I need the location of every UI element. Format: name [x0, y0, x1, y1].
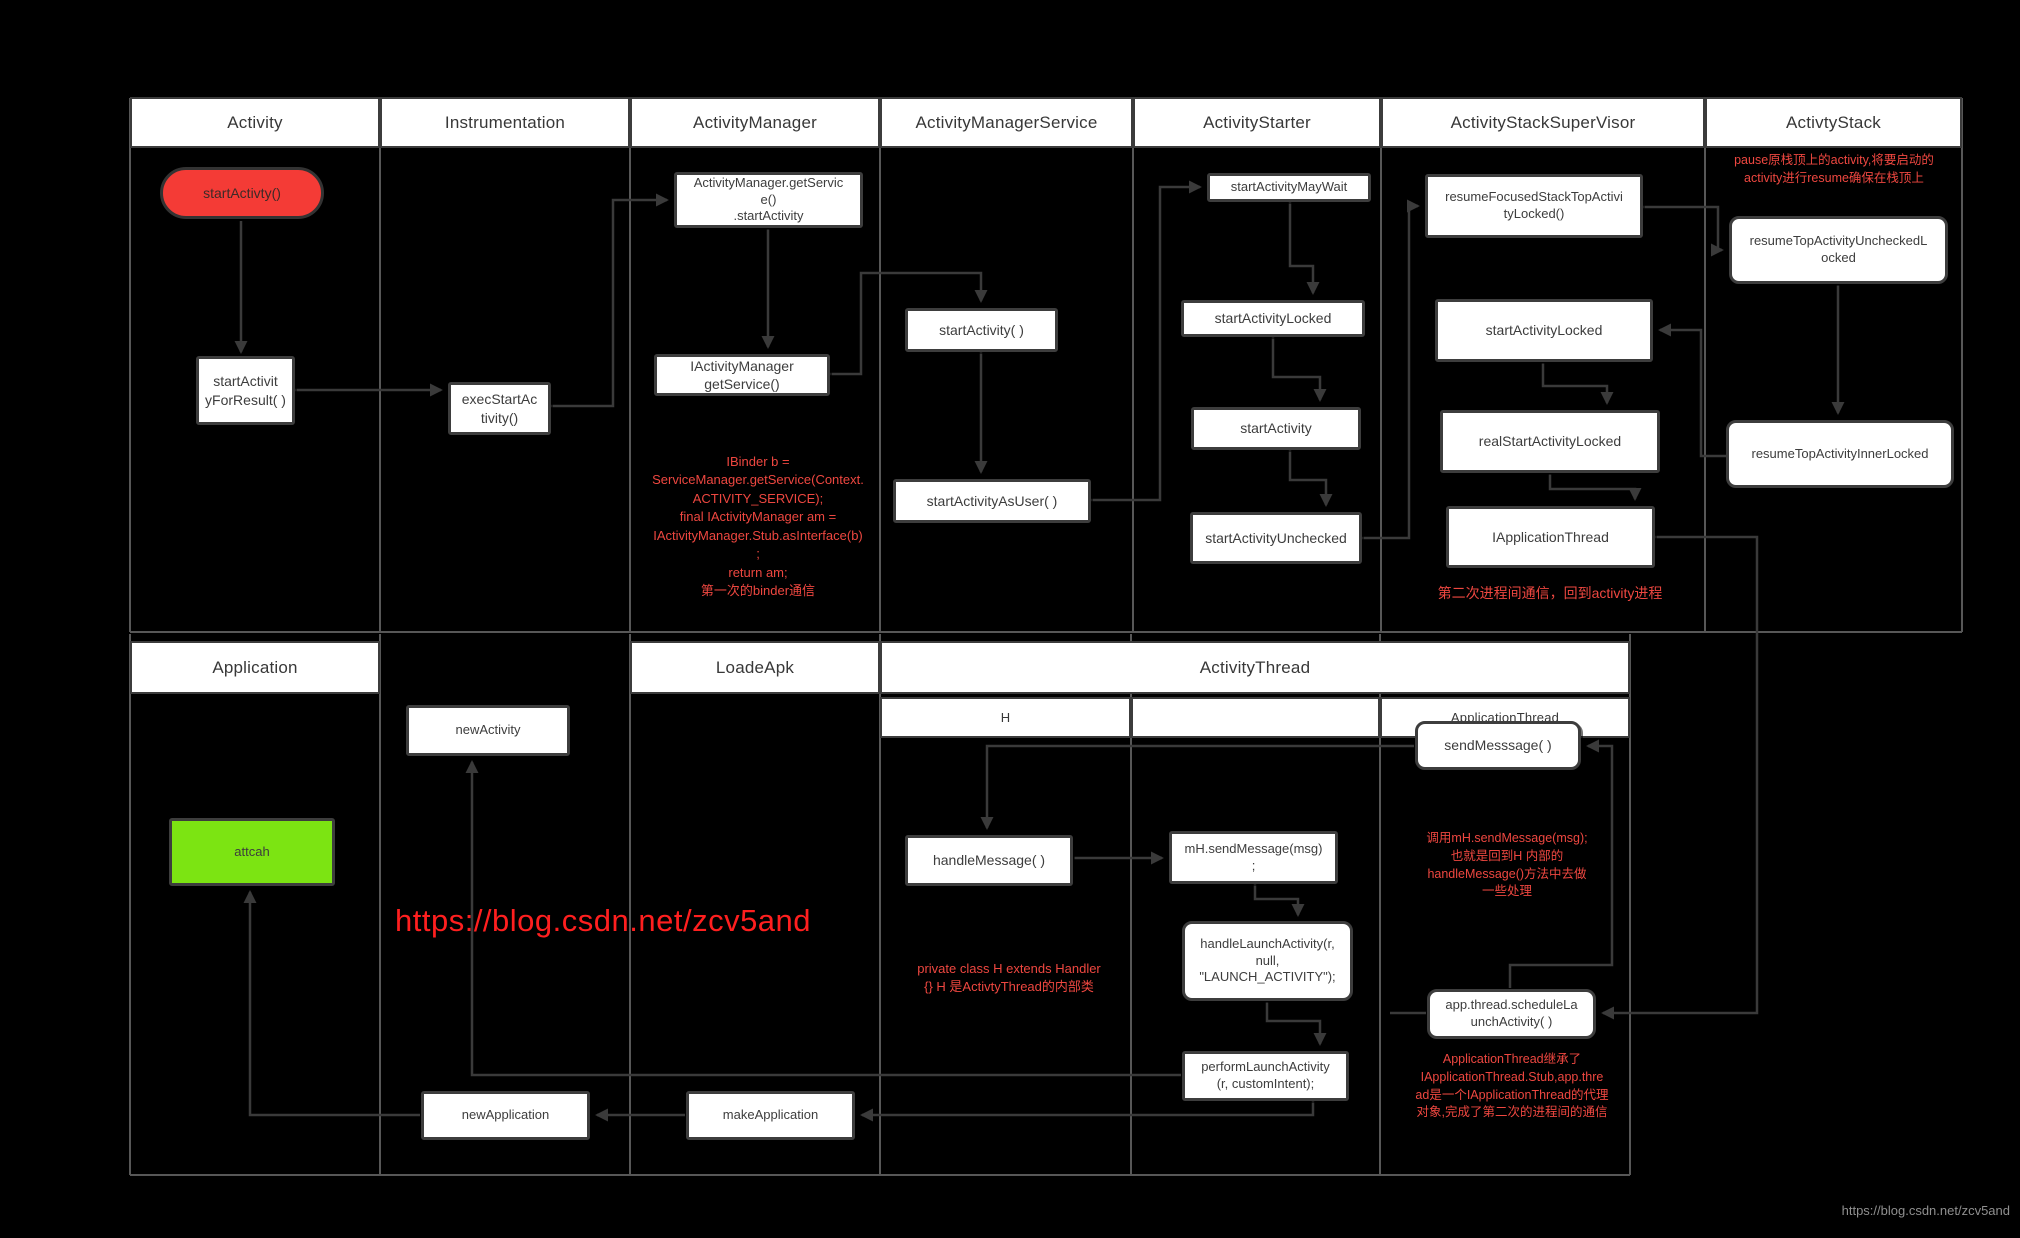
- note-second_ipc: 第二次进程间通信，回到activity进程: [1437, 585, 1663, 601]
- node-i-activity-manager-get-service: IActivityManager getService(): [654, 354, 830, 396]
- node-new-application: newApplication: [421, 1091, 590, 1140]
- column-header-loadeapk: LoadeApk: [630, 641, 880, 694]
- node-starter-start-activity: startActivity: [1191, 407, 1361, 450]
- node-new-activity: newActivity: [406, 705, 570, 756]
- column-header-instrumentation: Instrumentation: [380, 97, 630, 148]
- column-header-activity-starter: ActivityStarter: [1133, 97, 1381, 148]
- column-header-activity: Activity: [130, 97, 380, 148]
- node-attcah: attcah: [169, 818, 335, 886]
- node-handle-message: handleMessage( ): [905, 835, 1073, 886]
- column-header-activitythread: ActivityThread: [880, 641, 1630, 694]
- node-resume-top-activity-unchecked-locked: resumeTopActivityUncheckedL ocked: [1729, 216, 1948, 284]
- node-i-application-thread: IApplicationThread: [1446, 506, 1655, 568]
- note-app_thread_proxy: ApplicationThread继承了 IApplicationThread.…: [1415, 1052, 1609, 1120]
- node-handle-launch-activity: handleLaunchActivity(r, null, "LAUNCH_AC…: [1182, 921, 1353, 1001]
- column-header-activty-stack: ActivtyStack: [1705, 97, 1962, 148]
- node-mh-send-message: mH.sendMessage(msg) ;: [1169, 831, 1338, 884]
- column-header-activity-manager-service: ActivityManagerService: [880, 97, 1133, 148]
- node-starter-start-activity-locked: startActivityLocked: [1181, 300, 1365, 337]
- node-app-thread-schedule-launch-activity: app.thread.scheduleLa unchActivity( ): [1427, 989, 1596, 1039]
- node-resume-top-activity-inner-locked: resumeTopActivityInnerLocked: [1726, 420, 1954, 488]
- node-real-start-activity-locked: realStartActivityLocked: [1440, 410, 1660, 473]
- subcolumn-blank: [1131, 697, 1380, 738]
- node-make-application: makeApplication: [686, 1091, 855, 1140]
- node-start-activty: startActivty(): [160, 167, 324, 219]
- column-header-activity-manager: ActivityManager: [630, 97, 880, 148]
- note-private_h: private class H extends Handler {} H 是Ac…: [917, 961, 1101, 995]
- node-start-activity-may-wait: startActivityMayWait: [1207, 173, 1371, 202]
- node-am-get-service: ActivityManager.getServic e() .startActi…: [674, 172, 863, 228]
- node-start-activity-unchecked: startActivityUnchecked: [1190, 512, 1362, 564]
- node-send-messsage: sendMesssage( ): [1415, 721, 1581, 770]
- subcolumn-header-h: H: [880, 697, 1131, 738]
- node-sup-start-activity-locked: startActivityLocked: [1435, 299, 1653, 362]
- column-header-activity-stack-super-visor: ActivityStackSuperVisor: [1381, 97, 1705, 148]
- note-pause_stack: pause原栈顶上的activity,将要启动的 activity进行resum…: [1734, 153, 1934, 185]
- node-perform-launch-activity: performLaunchActivity (r, customIntent);: [1182, 1051, 1349, 1101]
- node-ams-start-activity: startActivity( ): [905, 308, 1058, 352]
- watermark-corner: https://blog.csdn.net/zcv5and: [1841, 1203, 2010, 1218]
- node-start-activity-for-result: startActivit yForResult( ): [196, 356, 295, 425]
- node-start-activity-as-user: startActivityAsUser( ): [893, 479, 1091, 523]
- column-header-application: Application: [130, 641, 380, 694]
- note-binder_ipc1: IBinder b = ServiceManager.getService(Co…: [652, 454, 864, 599]
- note-call_mh: 调用mH.sendMessage(msg); 也就是回到H 内部的 handle…: [1426, 831, 1588, 899]
- node-resume-focused-stack-top-activity-locked: resumeFocusedStackTopActivi tyLocked(): [1425, 174, 1643, 238]
- watermark-center: https://blog.csdn.net/zcv5and: [395, 903, 812, 938]
- node-exec-start-activity: execStartAc tivity(): [448, 382, 551, 435]
